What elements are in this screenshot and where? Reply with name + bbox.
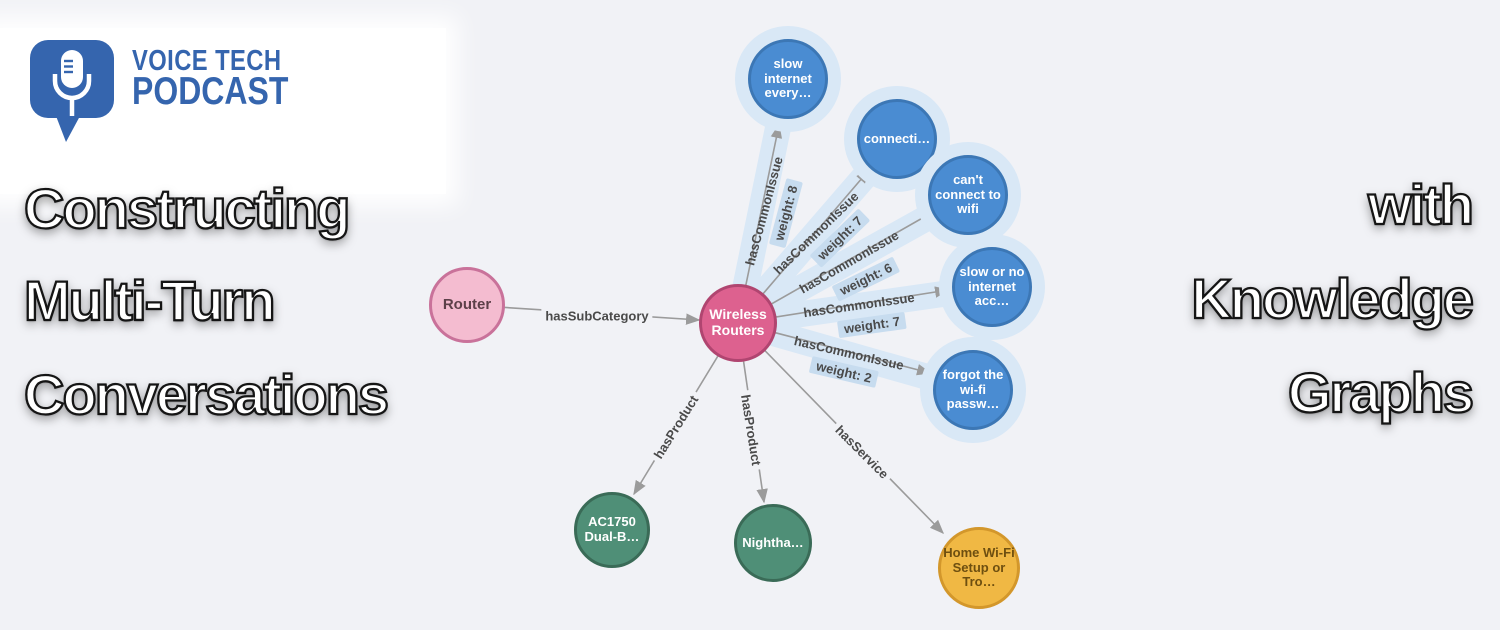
headline-left-line3: Conversations	[23, 362, 390, 427]
graph-node-wireless-routers: Wireless Routers	[699, 284, 777, 362]
graph-node-issue-slow-no-internet: slow or no internet acc…	[952, 247, 1032, 327]
edge-label-hassubcategory: hasSubCategory	[541, 308, 653, 324]
headline-left-line1: Constructing	[23, 176, 352, 241]
graph-node-issue-connection: connecti…	[857, 99, 937, 179]
logo-title-line1: VOICE TECH	[132, 45, 282, 77]
graph-node-router: Router	[429, 267, 505, 343]
graph-node-product-nighthawk: Nightha…	[734, 504, 812, 582]
voice-tech-podcast-logo: VOICE TECH PODCAST	[28, 38, 323, 144]
headline-right-line3: Graphs	[1287, 360, 1475, 425]
graph-node-issue-forgot-password: forgot the wi-fi passw…	[933, 350, 1013, 430]
graph-node-issue-cant-connect: can't connect to wifi	[928, 155, 1008, 235]
headline-left-line2: Multi-Turn	[23, 268, 277, 333]
headline-right-line1: with	[1367, 172, 1475, 237]
headline-right-line2: Knowledge	[1190, 266, 1475, 331]
graph-node-issue-slow-internet: slow internet every…	[748, 39, 828, 119]
graph-node-product-ac1750: AC1750 Dual-B…	[574, 492, 650, 568]
logo-title-line2: PODCAST	[132, 70, 289, 113]
graph-node-service-home-wifi: Home Wi-Fi Setup or Tro…	[938, 527, 1020, 609]
microphone-speech-bubble-icon	[30, 40, 114, 142]
